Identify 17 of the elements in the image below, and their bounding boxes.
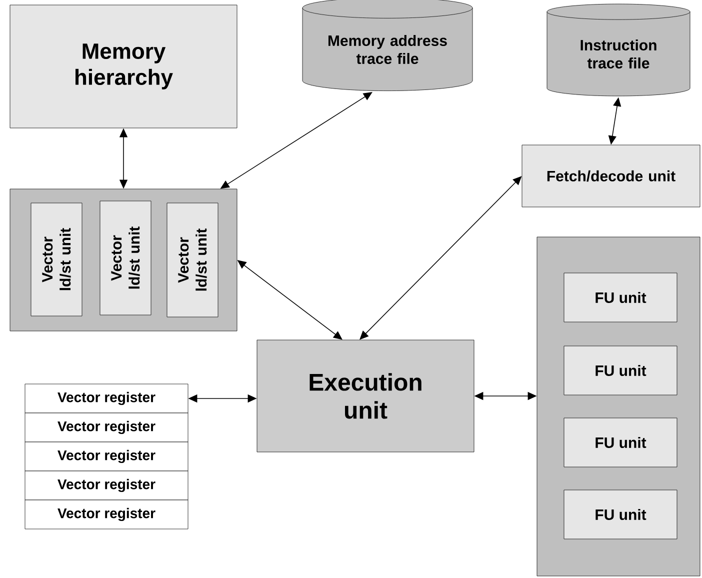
process-box: FU unit [564,490,678,540]
file-cylinder: Memory address trace file [302,0,473,91]
register-row: Vector register [24,500,188,530]
process-box: FU unit [564,346,678,396]
process-box: FU unit [564,418,678,468]
process-box: Fetch/decode unit [522,144,700,208]
register-row: Vector register [24,412,188,442]
register-row: Vector register [24,442,188,472]
unit-box: Vector ld/st unit [100,200,152,316]
register-row: Vector register [24,470,188,500]
process-box: Memory hierarchy [10,4,238,128]
file-cylinder: Instruction trace file [546,4,690,96]
unit-box: Vector ld/st unit [166,202,218,318]
register-row: Vector register [24,384,188,414]
process-box: FU unit [564,272,678,322]
process-box: Execution unit [256,340,474,452]
unit-box: Vector ld/st unit [30,202,82,316]
